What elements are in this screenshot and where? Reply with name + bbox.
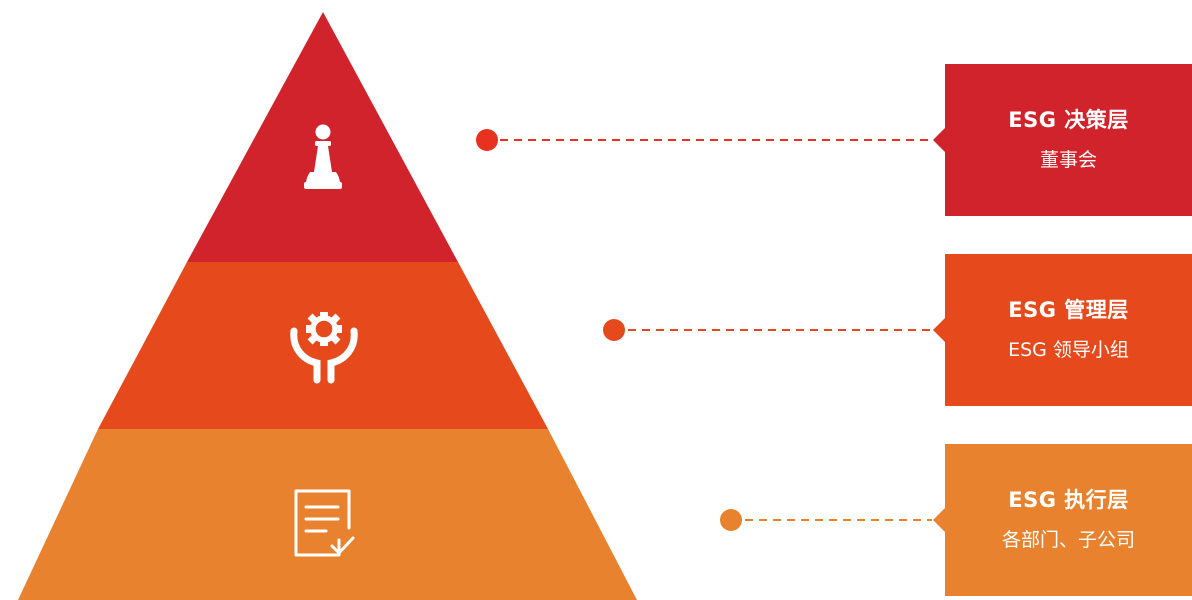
card-subtitle-management: ESG 领导小组 — [1008, 339, 1129, 362]
card-title-decision: ESG 决策层 — [1008, 108, 1129, 132]
gear-hands-icon — [290, 312, 358, 384]
connector-decision — [476, 129, 932, 151]
chess-pawn-icon — [304, 124, 342, 189]
card-title-management: ESG 管理层 — [1008, 298, 1129, 322]
connector-dot-management — [603, 319, 625, 341]
pyramid-tier-execution — [18, 429, 637, 600]
label-card-decision: ESG 决策层 董事会 — [945, 64, 1192, 216]
connector-dot-execution — [720, 509, 742, 531]
connector-execution — [720, 509, 932, 531]
connector-management — [603, 319, 932, 341]
label-card-management: ESG 管理层 ESG 领导小组 — [945, 254, 1192, 406]
connector-dot-decision — [476, 129, 498, 151]
card-subtitle-execution: 各部门、子公司 — [1001, 529, 1135, 552]
checklist-document-icon — [294, 489, 355, 557]
label-card-execution: ESG 执行层 各部门、子公司 — [945, 444, 1192, 596]
card-title-execution: ESG 执行层 — [1008, 488, 1129, 512]
card-subtitle-decision: 董事会 — [1039, 149, 1097, 172]
